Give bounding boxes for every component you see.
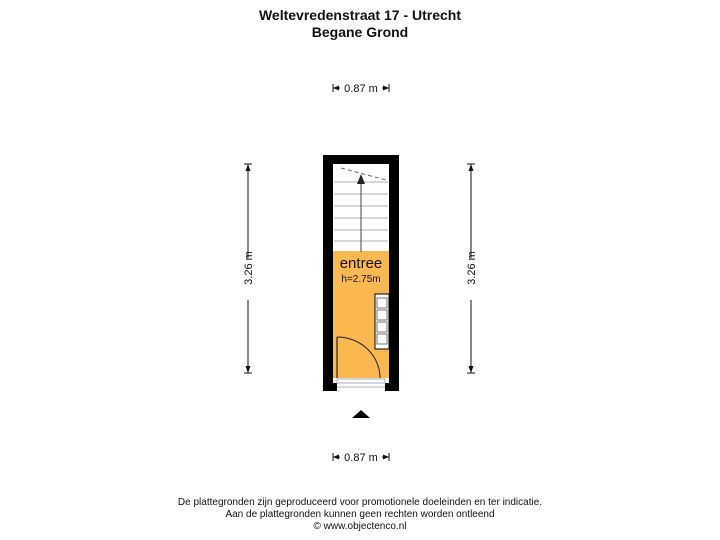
right-height-dimension: 3.26 m — [466, 163, 478, 374]
bottom-width-dimension: 0.87 m — [332, 452, 390, 464]
front-door-swing — [336, 336, 381, 379]
left-height-label: 3.26 m — [243, 251, 255, 285]
entrance-marker-icon — [352, 410, 370, 418]
left-height-dimension: 3.26 m — [243, 163, 255, 374]
footer-disclaimer-line1: De plattegronden zijn geproduceerd voor … — [177, 497, 543, 508]
room-name-label: entree — [340, 255, 383, 272]
footer-copyright: © www.objectenco.nl — [313, 521, 407, 532]
plan-address-title: Weltevredenstraat 17 - Utrecht — [258, 7, 462, 23]
meter-cupboard — [374, 293, 399, 350]
top-width-dimension: 0.87 m — [332, 83, 390, 95]
stair-direction-arrow — [340, 167, 387, 252]
top-width-label: 0.87 m — [344, 83, 378, 95]
right-height-label: 3.26 m — [466, 251, 478, 285]
room-height-label: h=2.75m — [341, 274, 380, 285]
plan-floor-title: Begane Grond — [311, 24, 409, 40]
footer-disclaimer-line2: Aan de plattegronden kunnen geen rechten… — [225, 509, 495, 520]
entrance-threshold — [336, 378, 386, 388]
walls — [323, 155, 399, 391]
bottom-width-label: 0.87 m — [344, 452, 378, 464]
